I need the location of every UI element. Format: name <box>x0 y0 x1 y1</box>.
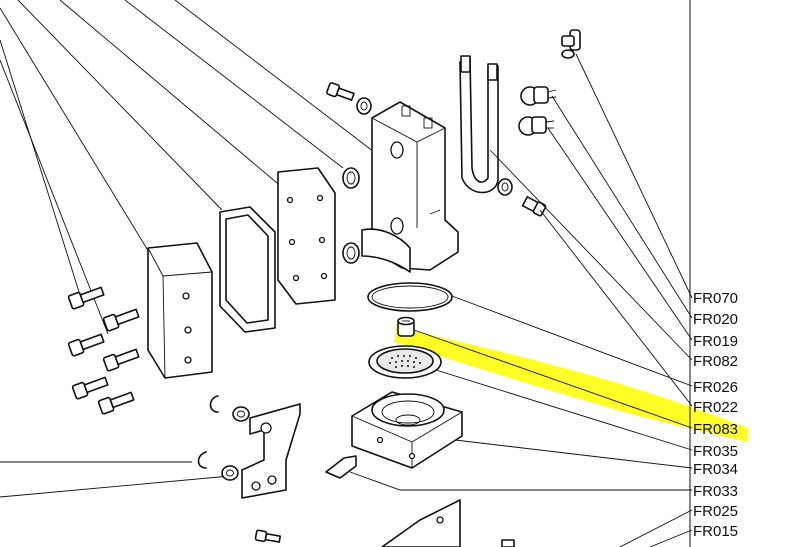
large-o-ring <box>367 282 453 312</box>
group-base <box>351 391 463 469</box>
thermostat-lower <box>518 116 555 136</box>
thick-plate <box>147 242 213 379</box>
lower-left-leaders <box>0 461 231 498</box>
small-bolt-right <box>521 196 547 217</box>
perforated-plate <box>277 167 336 305</box>
circlip-lower <box>197 451 207 469</box>
label-fr020: FR020 <box>693 311 738 328</box>
label-fr015: FR015 <box>693 523 738 540</box>
label-fr083: FR083 <box>693 421 738 438</box>
screw-group-left <box>67 286 140 415</box>
block-o-rings <box>342 167 360 264</box>
top-bolt <box>326 82 372 115</box>
label-fr033: FR033 <box>693 483 738 500</box>
circlip-upper <box>209 395 219 413</box>
small-screw-fr083 <box>397 316 415 337</box>
bracket <box>241 403 301 499</box>
elbow-fitting <box>561 29 581 59</box>
label-fr070: FR070 <box>693 290 738 307</box>
shower-screen <box>368 345 442 379</box>
label-fr025: FR025 <box>693 503 738 520</box>
small-lever <box>325 455 357 479</box>
label-fr034: FR034 <box>693 461 738 478</box>
fr083-highlight <box>394 326 748 442</box>
washer-upper <box>232 406 250 422</box>
part-labels: FR070 FR020 FR019 FR082 FR026 FR022 FR08… <box>693 290 738 540</box>
bottom-bolt <box>254 529 282 543</box>
heating-element <box>459 55 499 194</box>
label-fr019: FR019 <box>693 333 738 350</box>
bottom-plate-partial <box>381 499 515 547</box>
right-leaders <box>349 53 693 547</box>
main-block <box>361 101 459 273</box>
washer-lower <box>221 465 239 481</box>
thermostat-upper <box>520 86 557 106</box>
label-fr035: FR035 <box>693 443 738 460</box>
gasket-frame <box>219 206 276 333</box>
upper-left-leaders <box>0 0 383 335</box>
label-fr022: FR022 <box>693 399 738 416</box>
label-fr082: FR082 <box>693 353 738 370</box>
heater-washer <box>497 178 513 196</box>
label-fr026: FR026 <box>693 379 738 396</box>
